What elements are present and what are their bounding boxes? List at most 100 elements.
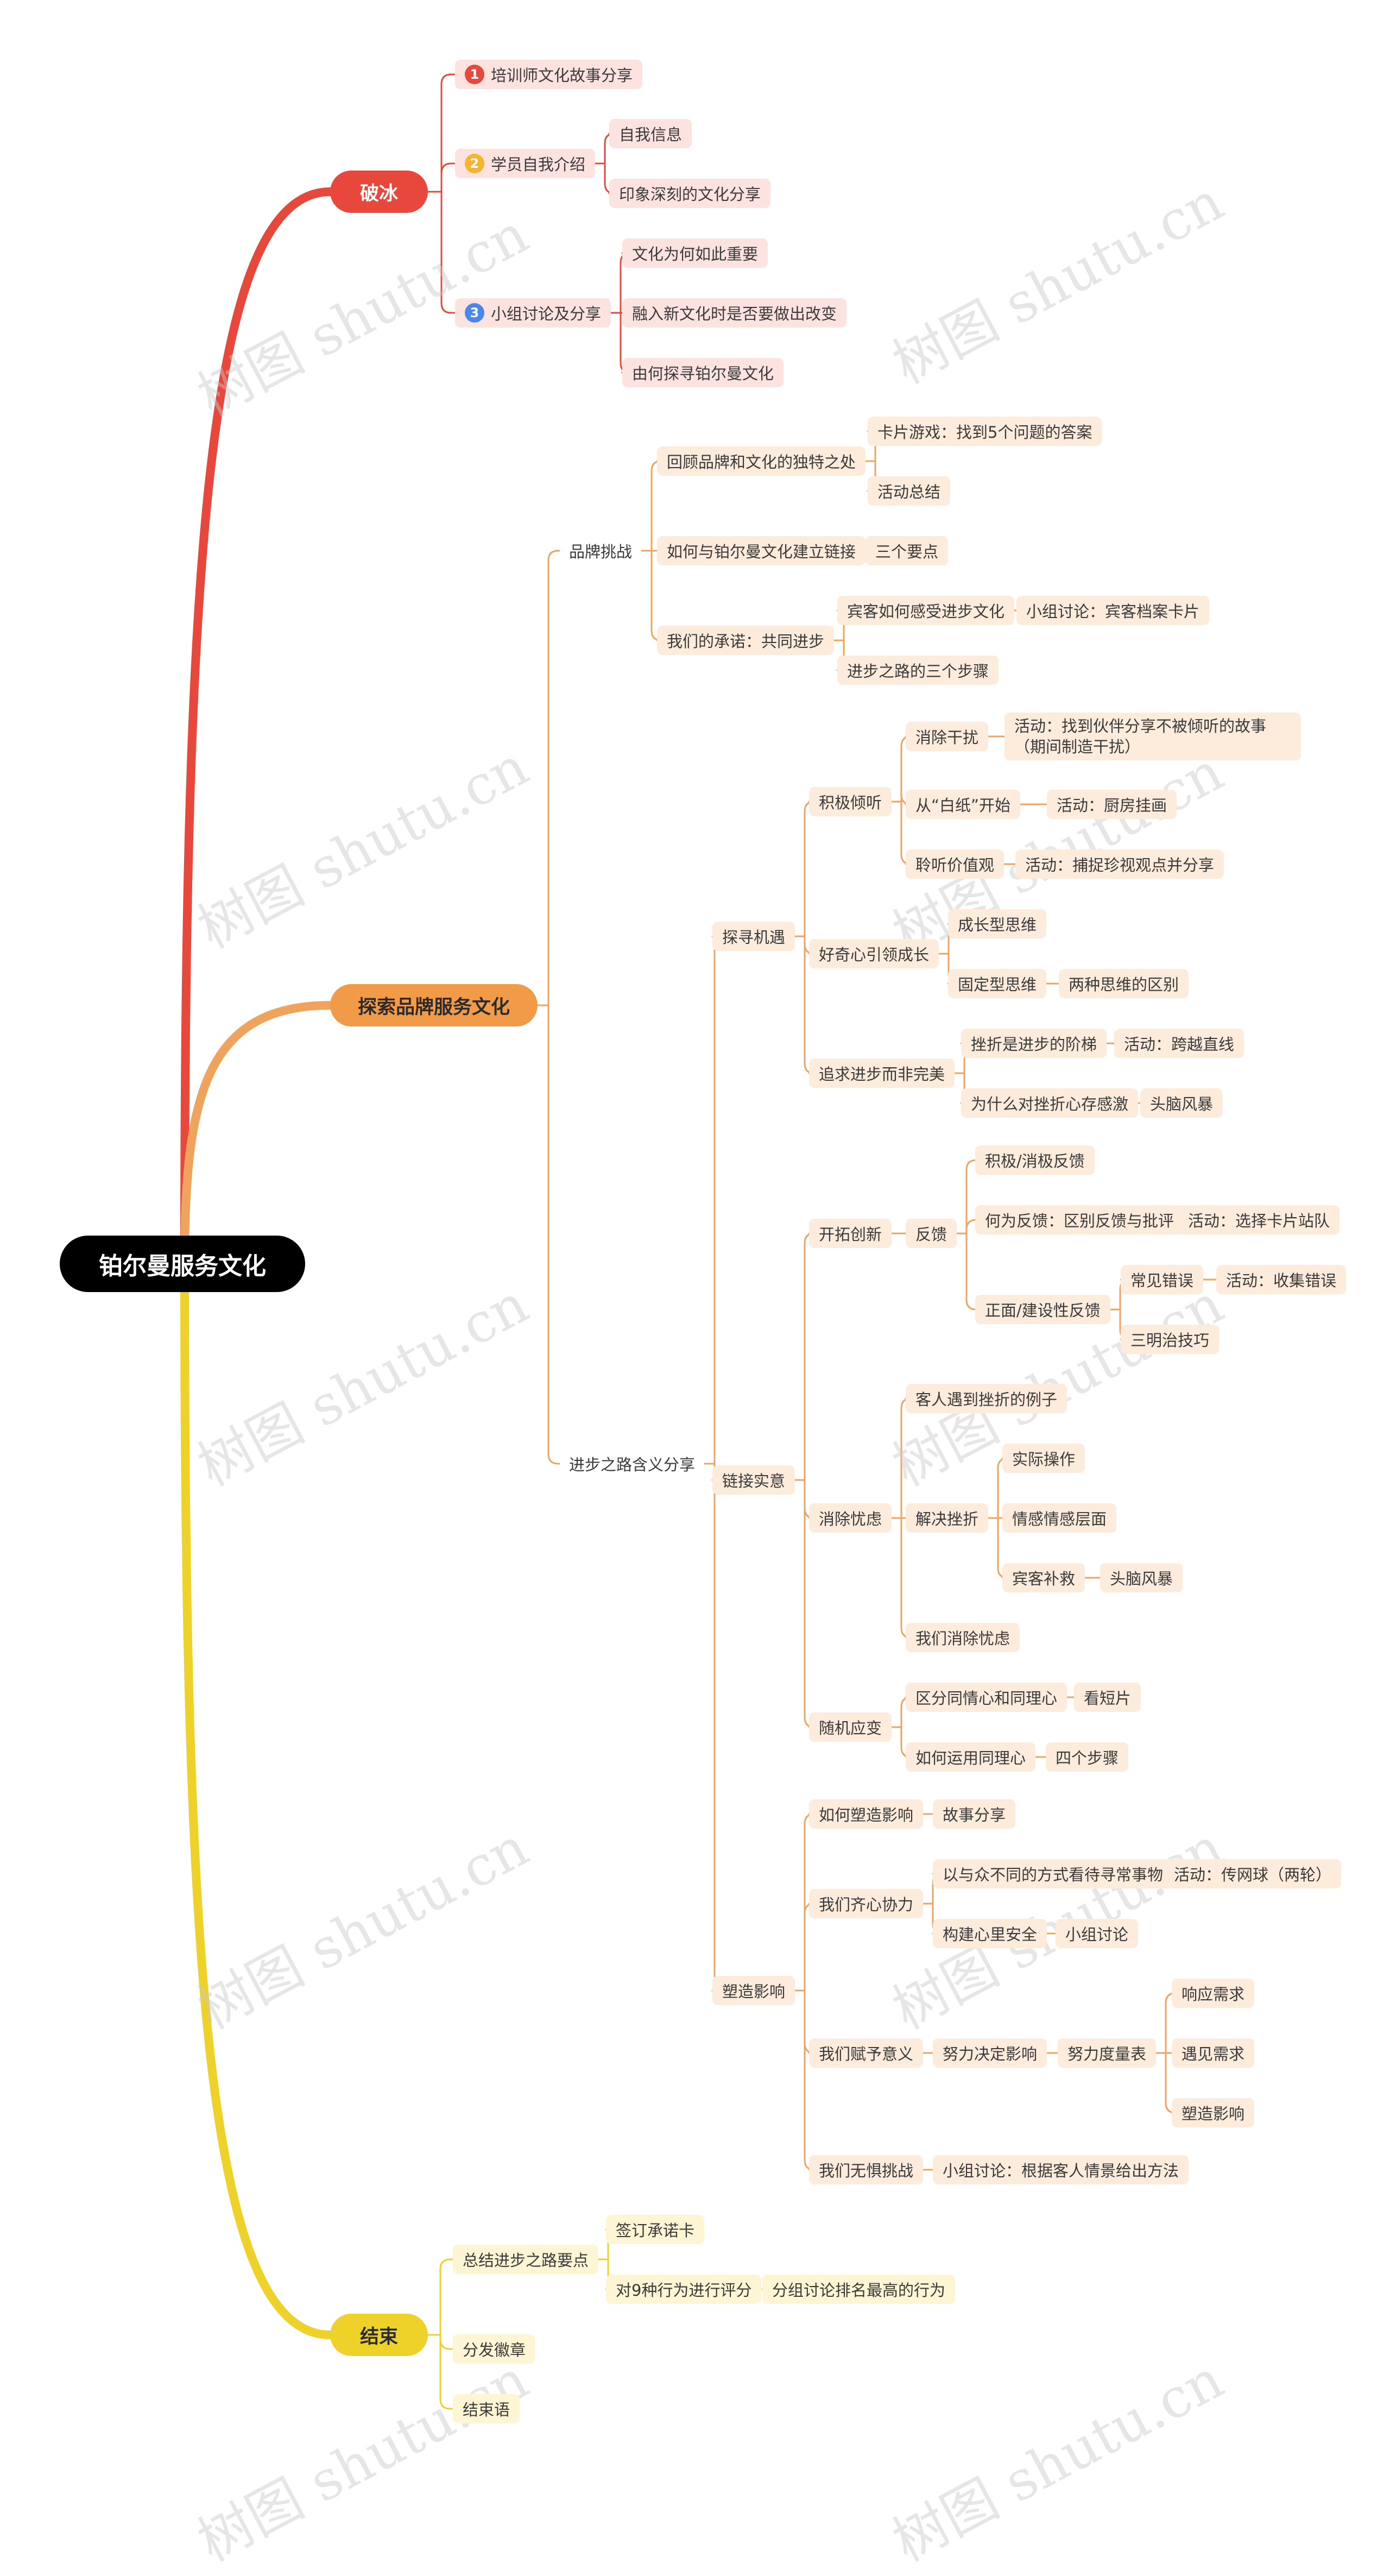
brand-topic-child[interactable]: 卡片游戏：找到5个问题的答案 [868,417,1102,446]
brand-topic-child[interactable]: 活动总结 [868,476,951,506]
icebreak-item-3-child[interactable]: 融入新文化时是否要做出改变 [622,298,847,327]
feedback-leaf[interactable]: 三明治技巧 [1121,1325,1220,1354]
root-node[interactable]: 铂尔曼服务文化 [60,1236,305,1292]
pioneer-innovation[interactable]: 开拓创新 [809,1219,892,1248]
progress-leaf[interactable]: 活动：跨越直线 [1114,1029,1244,1058]
progress-child[interactable]: 挫折是进步的阶梯 [961,1029,1107,1058]
branch-explore-brand-culture[interactable]: 探索品牌服务文化 [330,984,538,1026]
number-badge-3: 3 [465,303,484,323]
connector-line [804,1232,815,1481]
shape-leaf[interactable]: 遇见需求 [1172,2038,1255,2068]
worry-leaf[interactable]: 实际操作 [1002,1444,1085,1473]
worry-leaf[interactable]: 头脑风暴 [1100,1563,1183,1592]
branch-ending[interactable]: 结束 [330,2314,428,2356]
icebreak-item-2[interactable]: 2 学员自我介绍 [455,149,596,178]
branch-icebreak[interactable]: 破冰 [330,171,428,213]
listening-activity[interactable]: 活动：捕捉珍视观点并分享 [1015,849,1224,879]
feedback-child[interactable]: 何为反馈：区别反馈与批评 [975,1205,1184,1235]
progress-not-perfection[interactable]: 追求进步而非完美 [809,1059,955,1088]
brand-topic-leaf[interactable]: 小组讨论：宾客档案卡片 [1016,596,1210,625]
brand-challenge[interactable]: 品牌挑战 [569,543,633,561]
icebreak-item-2-child[interactable]: 印象深刻的文化分享 [609,179,771,208]
shape-influence[interactable]: 塑造影响 [712,1976,795,2005]
ending-closing-words[interactable]: 结束语 [453,2394,520,2423]
curiosity-leaf[interactable]: 两种思维的区别 [1059,969,1189,998]
brand-topic[interactable]: 我们的承诺：共同进步 [657,626,835,655]
feedback-leaf[interactable]: 活动：收集错误 [1216,1265,1347,1294]
shape-child[interactable]: 我们无惧挑战 [809,2155,924,2184]
adapt-child[interactable]: 如何运用同理心 [906,1742,1036,1772]
adapt-flexibly[interactable]: 随机应变 [809,1712,892,1742]
root-branch-line [180,1259,334,2339]
adapt-leaf[interactable]: 看短片 [1074,1683,1141,1712]
shape-leaf[interactable]: 以与众不同的方式看待寻常事物 [933,1859,1173,1888]
link-sincerity[interactable]: 链接实意 [712,1465,795,1495]
icebreak-item-3-child[interactable]: 由何探寻铂尔曼文化 [622,358,784,387]
brand-topic-child[interactable]: 进步之路的三个步骤 [837,656,999,685]
progress-path-sharing[interactable]: 进步之路含义分享 [569,1456,696,1474]
curiosity-child[interactable]: 固定型思维 [948,969,1047,998]
icebreak-item-3-child[interactable]: 文化为何如此重要 [622,238,768,268]
adapt-child[interactable]: 区分同情心和同理心 [906,1683,1067,1712]
ending-summary-child[interactable]: 对9种行为进行评分 [606,2275,762,2304]
shape-child[interactable]: 我们赋予意义 [809,2038,924,2068]
brand-topic[interactable]: 如何与铂尔曼文化建立链接 [657,536,866,565]
feedback-leaf[interactable]: 活动：选择卡片站队 [1178,1205,1340,1235]
worry-child[interactable]: 我们消除忧虑 [906,1623,1020,1652]
shape-leaf[interactable]: 活动：传网球（两轮） [1164,1859,1342,1888]
connector-line [804,1989,815,2171]
shape-leaf[interactable]: 小组讨论 [1056,1919,1139,1948]
connector-line [711,935,725,1465]
shape-leaf[interactable]: 故事分享 [933,1799,1016,1829]
icebreak-item-3[interactable]: 3 小组讨论及分享 [455,298,611,327]
shape-leaf[interactable]: 努力决定影响 [933,2038,1047,2068]
worry-child[interactable]: 客人遇到挫折的例子 [906,1384,1067,1413]
connector-line [804,801,815,937]
connector-line [440,73,456,193]
curiosity-child[interactable]: 成长型思维 [948,909,1047,939]
connector-line [440,162,456,193]
progress-leaf[interactable]: 头脑风暴 [1140,1088,1223,1118]
active-listening[interactable]: 积极倾听 [809,787,892,816]
connector-line [900,1517,912,1639]
listening-child[interactable]: 消除干扰 [906,722,989,751]
listening-child[interactable]: 从“白纸”开始 [906,790,1021,819]
shape-leaf[interactable]: 努力度量表 [1058,2038,1157,2068]
seek-opportunity[interactable]: 探寻机遇 [712,922,795,951]
worry-leaf[interactable]: 情感情感层面 [1002,1503,1117,1533]
ending-summary-child[interactable]: 签订承诺卡 [606,2215,705,2244]
ending-summary[interactable]: 总结进步之路要点 [453,2245,599,2274]
icebreak-item-2-label: 学员自我介绍 [491,155,586,174]
shape-child[interactable]: 如何塑造影响 [809,1799,924,1829]
listening-activity[interactable]: 活动：找到伙伴分享不被倾听的故事（期间制造干扰） [1004,713,1301,760]
feedback[interactable]: 反馈 [906,1219,957,1248]
ending-badges[interactable]: 分发徽章 [453,2334,536,2364]
progress-child[interactable]: 为什么对挫折心存感激 [961,1088,1139,1118]
icebreak-item-1-label: 培训师文化故事分享 [491,66,633,85]
shape-leaf[interactable]: 响应需求 [1172,1979,1255,2008]
shape-leaf[interactable]: 小组讨论：根据客人情景给出方法 [933,2155,1189,2184]
ending-summary-leaf[interactable]: 分组讨论排名最高的行为 [762,2275,956,2304]
shape-leaf[interactable]: 塑造影响 [1172,2098,1255,2127]
icebreak-item-2-child[interactable]: 自我信息 [609,119,692,148]
feedback-leaf[interactable]: 常见错误 [1121,1265,1204,1294]
connector-line [547,1004,560,1465]
feedback-child[interactable]: 积极/消极反馈 [975,1145,1095,1175]
listening-activity[interactable]: 活动：厨房挂画 [1047,790,1177,819]
connector-line [439,2334,454,2410]
worry-child[interactable]: 解决挫折 [906,1503,989,1533]
icebreak-item-1[interactable]: 1 培训师文化故事分享 [455,60,643,89]
brand-topic-child[interactable]: 三个要点 [865,536,949,565]
connector-line [440,191,456,314]
eliminate-worry[interactable]: 消除忧虑 [809,1503,892,1533]
brand-topic[interactable]: 回顾品牌和文化的独特之处 [657,446,866,476]
curiosity-growth[interactable]: 好奇心引领成长 [809,939,939,968]
feedback-child[interactable]: 正面/建设性反馈 [975,1295,1110,1324]
brand-topic-child[interactable]: 宾客如何感受进步文化 [837,596,1015,625]
shape-leaf[interactable]: 构建心里安全 [933,1919,1047,1948]
adapt-leaf[interactable]: 四个步骤 [1046,1742,1129,1772]
shape-child[interactable]: 我们齐心协力 [809,1889,924,1918]
root-branch-line [180,1001,334,1268]
listening-child[interactable]: 聆听价值观 [906,849,1004,879]
worry-leaf[interactable]: 宾客补救 [1002,1563,1085,1592]
